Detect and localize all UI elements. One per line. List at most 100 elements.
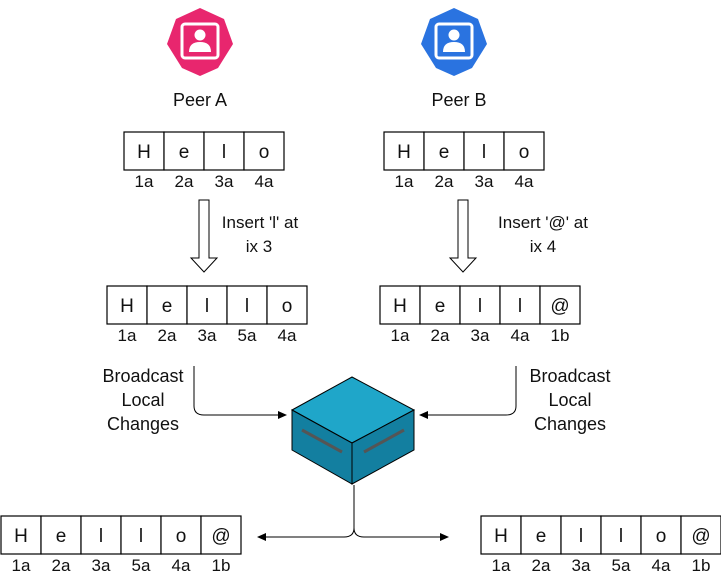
- array-cell-char: o: [656, 526, 667, 547]
- array-cell: [200, 515, 242, 555]
- array-cell: [560, 515, 602, 555]
- array-cell: [383, 131, 425, 171]
- array-cell-id: 2a: [532, 556, 551, 575]
- peer-a-down-arrow: [189, 199, 219, 273]
- array-cell-id: 1b: [692, 556, 711, 575]
- array-cell: [379, 285, 421, 325]
- array-cell-id: 5a: [238, 326, 257, 345]
- array-cell: [640, 515, 682, 555]
- array-cell-char: l: [478, 296, 482, 317]
- array-cell-char: l: [205, 296, 209, 317]
- array-cell: [243, 131, 285, 171]
- array-cell: [600, 515, 642, 555]
- array-cell-id: 2a: [435, 172, 454, 191]
- left-to-server-connector: [193, 366, 287, 419]
- array-cell-char: l: [139, 526, 143, 547]
- array-cell: [499, 285, 541, 325]
- array-cell: [520, 515, 562, 555]
- broadcast-left-line3: Changes: [107, 414, 179, 434]
- array-cell-id: 4a: [255, 172, 274, 191]
- array-cell-id: 2a: [431, 326, 450, 345]
- peer-a-label: Peer A: [173, 90, 227, 110]
- array-cell-char: o: [259, 142, 270, 163]
- array-cell-char: e: [536, 526, 547, 547]
- array-cell: [146, 285, 188, 325]
- array-cell-char: @: [691, 526, 710, 547]
- peer-b-label: Peer B: [431, 90, 486, 110]
- array-cell-id: 1a: [391, 326, 410, 345]
- array-cell: [226, 285, 268, 325]
- array-cell-char: e: [56, 526, 67, 547]
- broadcast-right-line2: Local: [548, 390, 591, 410]
- array-cell: [463, 131, 505, 171]
- array-cell-id: 4a: [278, 326, 297, 345]
- array-cell-char: e: [162, 296, 173, 317]
- server-to-right-connector: [353, 485, 449, 541]
- server-to-left-connector: [257, 485, 355, 541]
- array-cell-id: 4a: [172, 556, 191, 575]
- array-cell-id: 2a: [175, 172, 194, 191]
- array-cell: [186, 285, 228, 325]
- array-cell-id: 5a: [612, 556, 631, 575]
- broadcast-left-line2: Local: [121, 390, 164, 410]
- array-cell-char: l: [99, 526, 103, 547]
- array-cell-id: 1a: [395, 172, 414, 191]
- array-cell: [123, 131, 165, 171]
- right-to-server-connector: [419, 366, 517, 419]
- array-cell-char: l: [222, 142, 226, 163]
- broadcast-left-line1: Broadcast: [102, 366, 183, 386]
- array-cell: [266, 285, 308, 325]
- array-cell-id: 1a: [12, 556, 31, 575]
- array-cell-char: H: [397, 142, 411, 163]
- array-cell-id: 1b: [212, 556, 231, 575]
- array-cell-id: 4a: [515, 172, 534, 191]
- peer-a-op-line2: ix 3: [246, 237, 272, 256]
- array-cell-char: e: [179, 142, 190, 163]
- broadcast-right-line1: Broadcast: [529, 366, 610, 386]
- array-cell-char: H: [120, 296, 134, 317]
- array-cell-char: l: [579, 526, 583, 547]
- peer-b-op-line1: Insert '@' at: [498, 213, 588, 232]
- peer-b-op-line2: ix 4: [530, 237, 556, 256]
- array-cell-char: l: [619, 526, 623, 547]
- broadcast-right-line3: Changes: [534, 414, 606, 434]
- array-cell-char: l: [482, 142, 486, 163]
- array-cell-id: 2a: [52, 556, 71, 575]
- array-cell-id: 2a: [158, 326, 177, 345]
- peer-b-down-arrow: [448, 199, 478, 273]
- array-cell-char: @: [550, 296, 569, 317]
- array-cell: [160, 515, 202, 555]
- array-cell-char: l: [518, 296, 522, 317]
- array-cell-id: 5a: [132, 556, 151, 575]
- array-cell: [106, 285, 148, 325]
- array-cell-id: 4a: [511, 326, 530, 345]
- array-cell: [680, 515, 721, 555]
- array-cell-id: 1a: [118, 326, 137, 345]
- array-cell: [503, 131, 545, 171]
- array-cell-char: l: [245, 296, 249, 317]
- peer-a-op-line1: Insert 'l' at: [222, 213, 299, 232]
- array-cell-char: o: [519, 142, 530, 163]
- array-cell-char: e: [439, 142, 450, 163]
- array-cell-char: e: [435, 296, 446, 317]
- array-cell-id: 3a: [92, 556, 111, 575]
- array-cell-char: o: [176, 526, 187, 547]
- array-cell-id: 1a: [492, 556, 511, 575]
- array-cell-char: H: [393, 296, 407, 317]
- array-cell-id: 4a: [652, 556, 671, 575]
- array-cell-char: H: [137, 142, 151, 163]
- server-box-icon: [290, 376, 416, 485]
- array-cell: [539, 285, 581, 325]
- peer-b-user-icon: [421, 8, 487, 76]
- array-cell-char: o: [282, 296, 293, 317]
- peer-a-user-icon: [167, 8, 233, 76]
- array-cell-id: 3a: [215, 172, 234, 191]
- array-cell-char: H: [14, 526, 28, 547]
